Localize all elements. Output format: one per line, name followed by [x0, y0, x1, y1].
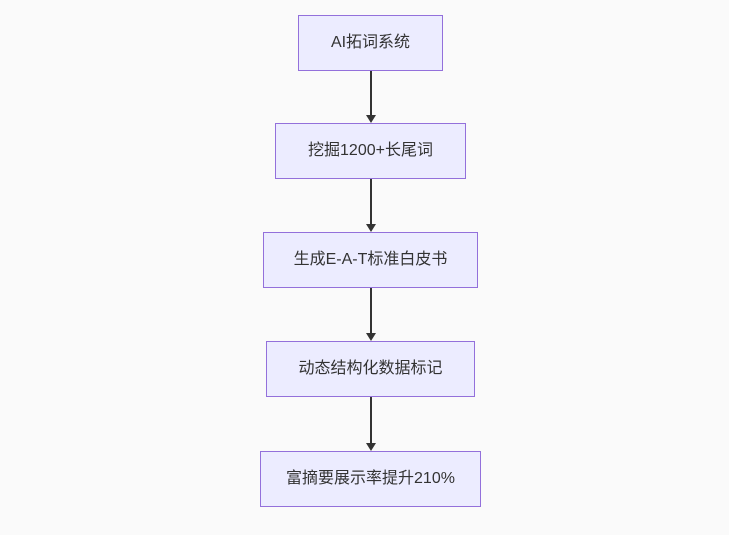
flow-node-label: AI拓词系统 — [330, 34, 411, 51]
flow-node-eat-whitepaper: 生成E-A-T标准白皮书 — [263, 232, 478, 288]
flow-node-label: 挖掘1200+长尾词 — [308, 142, 433, 159]
flow-node-structured-data: 动态结构化数据标记 — [266, 341, 475, 397]
flow-node-longtail-mining: 挖掘1200+长尾词 — [275, 123, 466, 179]
flow-node-label: 生成E-A-T标准白皮书 — [293, 251, 448, 268]
arrow-down-icon — [365, 115, 376, 123]
arrow-down-icon — [365, 333, 376, 341]
edge-line — [369, 397, 372, 443]
flow-edge-3 — [364, 288, 377, 341]
edge-line — [369, 288, 372, 333]
flow-node-ai-word-expansion: AI拓词系统 — [298, 15, 443, 71]
flow-edge-1 — [364, 71, 377, 123]
edge-line — [369, 179, 372, 224]
flow-edge-4 — [364, 397, 377, 451]
flow-node-label: 动态结构化数据标记 — [298, 360, 443, 377]
edge-line — [369, 71, 372, 115]
flow-edge-2 — [364, 179, 377, 232]
flow-node-label: 富摘要展示率提升210% — [286, 470, 455, 487]
arrow-down-icon — [365, 224, 376, 232]
flow-node-rich-snippet-result: 富摘要展示率提升210% — [260, 451, 481, 507]
arrow-down-icon — [365, 443, 376, 451]
